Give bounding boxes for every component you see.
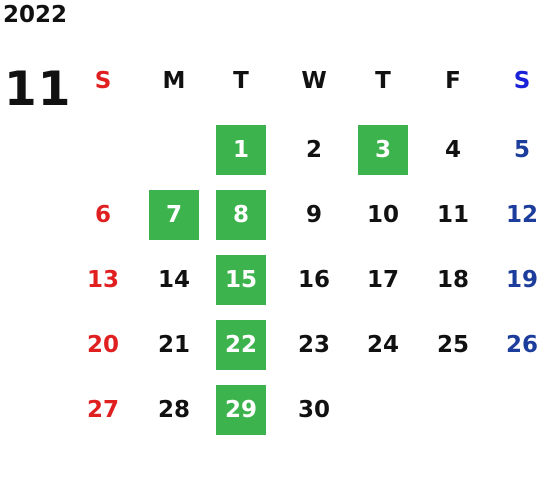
day-cell-9[interactable]: 9 xyxy=(305,202,322,228)
weekday-header-mon: M xyxy=(162,68,186,94)
day-cell-28[interactable]: 28 xyxy=(157,397,190,423)
day-cell-27[interactable]: 27 xyxy=(86,397,119,423)
day-cell-23[interactable]: 23 xyxy=(297,332,330,358)
day-cell-18[interactable]: 18 xyxy=(436,267,469,293)
weekday-header-fri: F xyxy=(445,68,461,94)
day-cell-7[interactable]: 7 xyxy=(149,190,199,240)
day-cell-30[interactable]: 30 xyxy=(297,397,330,423)
weekday-header-sun: S xyxy=(94,68,112,94)
day-cell-29[interactable]: 29 xyxy=(216,385,266,435)
day-cell-3[interactable]: 3 xyxy=(358,125,408,175)
day-cell-4[interactable]: 4 xyxy=(444,137,461,163)
day-cell-21[interactable]: 21 xyxy=(157,332,190,358)
day-cell-25[interactable]: 25 xyxy=(436,332,469,358)
day-cell-20[interactable]: 20 xyxy=(86,332,119,358)
weekday-header-sat: S xyxy=(513,68,531,94)
weekday-header-thu: T xyxy=(375,68,391,94)
day-cell-2[interactable]: 2 xyxy=(305,137,322,163)
day-cell-24[interactable]: 24 xyxy=(366,332,399,358)
day-cell-15[interactable]: 15 xyxy=(216,255,266,305)
day-cell-19[interactable]: 19 xyxy=(505,267,538,293)
day-cell-10[interactable]: 10 xyxy=(366,202,399,228)
day-cell-1[interactable]: 1 xyxy=(216,125,266,175)
day-cell-13[interactable]: 13 xyxy=(86,267,119,293)
year-label: 2022 xyxy=(3,2,68,28)
day-cell-6[interactable]: 6 xyxy=(94,202,111,228)
weekday-header-tue: T xyxy=(233,68,249,94)
day-cell-5[interactable]: 5 xyxy=(513,137,530,163)
day-cell-16[interactable]: 16 xyxy=(297,267,330,293)
day-cell-14[interactable]: 14 xyxy=(157,267,190,293)
day-cell-12[interactable]: 12 xyxy=(505,202,538,228)
weekday-header-wed: W xyxy=(301,68,327,94)
month-number: 11 xyxy=(4,62,72,117)
day-cell-17[interactable]: 17 xyxy=(366,267,399,293)
day-cell-22[interactable]: 22 xyxy=(216,320,266,370)
day-cell-11[interactable]: 11 xyxy=(436,202,469,228)
day-cell-26[interactable]: 26 xyxy=(505,332,538,358)
day-cell-8[interactable]: 8 xyxy=(216,190,266,240)
